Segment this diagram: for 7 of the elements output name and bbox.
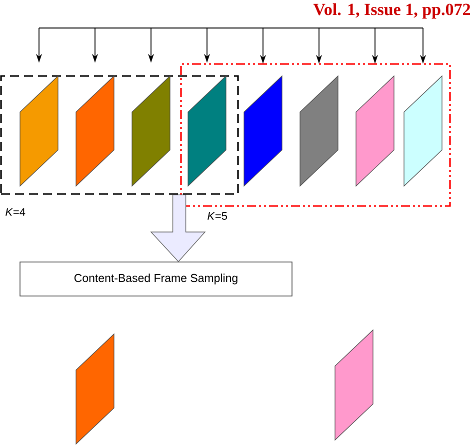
group-label: K=4	[6, 208, 26, 216]
process-box: Content-Based Frame Sampling	[20, 262, 292, 296]
group-box	[0, 75, 239, 195]
group-box	[180, 63, 451, 207]
group-label: K=5	[208, 212, 228, 220]
header-text: Vol. 1, Issue 1, pp.072	[313, 3, 470, 19]
block-arrow	[150, 194, 206, 262]
